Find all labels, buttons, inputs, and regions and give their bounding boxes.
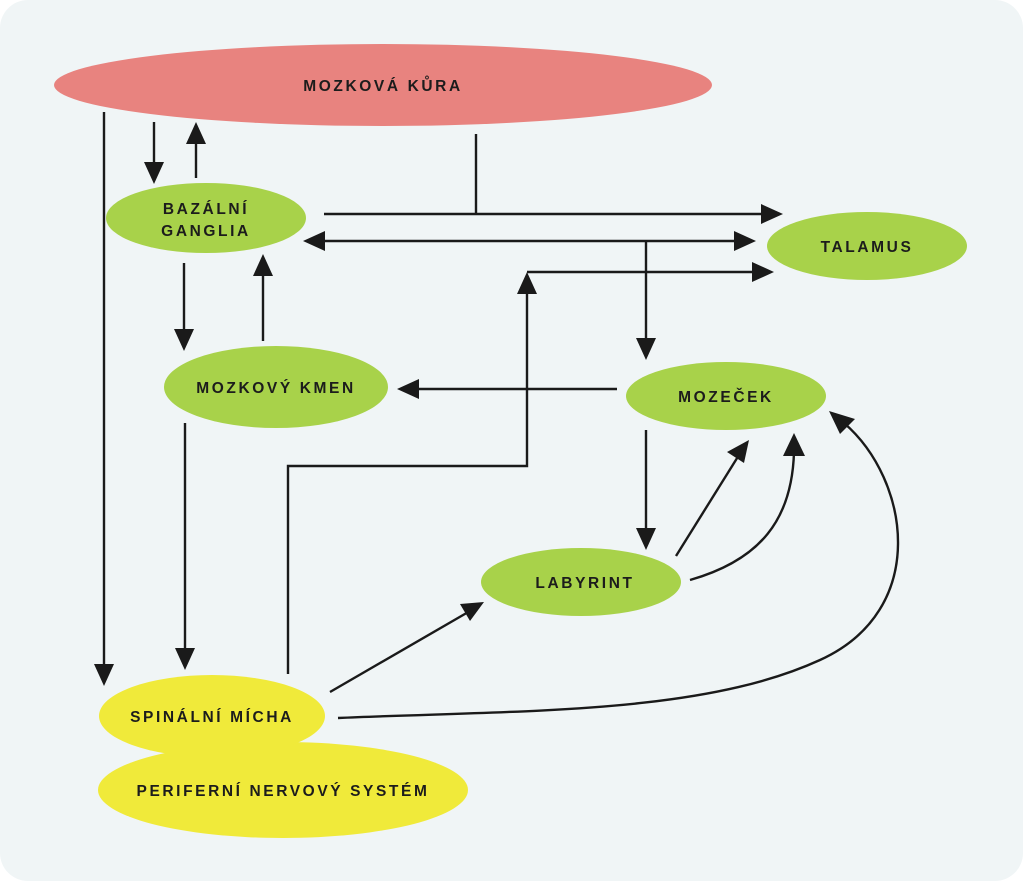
node-shape xyxy=(626,362,826,430)
node-label: TALAMUS xyxy=(821,239,914,256)
node-label: PERIFERNÍ NERVOVÝ SYSTÉM xyxy=(137,782,430,800)
node-shape xyxy=(767,212,967,280)
node-spinal-cord[interactable]: SPINÁLNÍ MÍCHA xyxy=(99,675,325,757)
arrowhead-icon xyxy=(253,254,273,276)
node-label: LABYRINT xyxy=(535,575,634,592)
node-shape xyxy=(98,742,468,838)
node-shape xyxy=(481,548,681,616)
arrowhead-icon xyxy=(727,440,749,463)
edge-labyrinth-to-cerebellum-straight xyxy=(674,454,741,557)
node-label: MOZKOVÁ KŮRA xyxy=(303,76,463,95)
arrowhead-icon xyxy=(175,648,195,670)
node-label: MOZKOVÝ KMEN xyxy=(196,379,356,397)
arrowhead-icon xyxy=(829,411,855,434)
edge-spinal-cord-to-thalamus xyxy=(286,290,529,674)
arrowhead-icon xyxy=(783,433,805,456)
arrowhead-icon xyxy=(517,272,537,294)
node-label: BAZÁLNÍ xyxy=(163,201,249,218)
node-cortex[interactable]: MOZKOVÁ KŮRA xyxy=(54,44,712,126)
node-peripheral-nervous-system[interactable]: PERIFERNÍ NERVOVÝ SYSTÉM xyxy=(98,742,468,838)
node-brainstem[interactable]: MOZKOVÝ KMEN xyxy=(164,346,388,428)
node-shape xyxy=(99,675,325,757)
edge-labyrinth-to-cerebellum-curved xyxy=(689,451,796,582)
node-label: MOZEČEK xyxy=(678,388,774,406)
node-shape xyxy=(54,44,712,126)
node-cerebellum[interactable]: MOZEČEK xyxy=(626,362,826,430)
node-thalamus[interactable]: TALAMUS xyxy=(767,212,967,280)
edge-spinal-cord-to-cerebellum xyxy=(337,422,900,720)
arrowhead-icon xyxy=(94,664,114,686)
arrowhead-icon xyxy=(397,379,419,399)
node-label: GANGLIA xyxy=(161,223,251,240)
node-label: SPINÁLNÍ MÍCHA xyxy=(130,709,294,726)
node-shape xyxy=(164,346,388,428)
arrowhead-icon xyxy=(636,528,656,550)
node-labyrinth[interactable]: LABYRINT xyxy=(481,548,681,616)
arrowhead-icon xyxy=(761,204,783,224)
nodes-layer: MOZKOVÁ KŮRA BAZÁLNÍ GANGLIA TALAMUS MOZ… xyxy=(54,44,967,838)
arrowhead-icon xyxy=(144,162,164,184)
arrowhead-icon xyxy=(752,262,774,282)
node-shape xyxy=(106,183,306,253)
arrowhead-icon xyxy=(460,602,484,621)
edge-spinal-cord-to-labyrinth xyxy=(329,609,471,694)
arrowhead-icon xyxy=(174,329,194,351)
arrowhead-icon xyxy=(734,231,756,251)
arrowhead-icon xyxy=(186,122,206,144)
node-basal-ganglia[interactable]: BAZÁLNÍ GANGLIA xyxy=(106,183,306,253)
arrowhead-icon xyxy=(636,338,656,360)
arrowhead-icon xyxy=(303,231,325,251)
connections-layer xyxy=(94,112,900,720)
